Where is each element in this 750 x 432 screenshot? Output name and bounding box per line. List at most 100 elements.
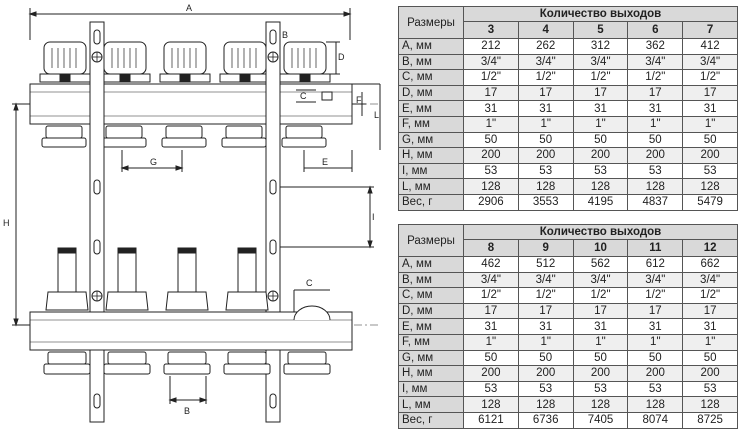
table-cell: 1/2" — [463, 69, 519, 86]
table-cell: 128 — [572, 178, 629, 195]
label-a: A — [186, 3, 192, 13]
table-cell: 1" — [517, 333, 574, 351]
sizes-header: Размеры — [398, 224, 464, 257]
row-label: E, мм — [398, 100, 464, 117]
table-cell: 1" — [682, 115, 738, 133]
row-label: A, мм — [398, 256, 464, 273]
table-cell: 17 — [682, 302, 738, 320]
table-cell: 200 — [627, 365, 684, 382]
table-cell: 53 — [572, 162, 629, 180]
table-cell: 4837 — [627, 193, 684, 211]
row-label: L, мм — [398, 396, 464, 413]
row-label: Вес, г — [398, 411, 464, 429]
table-cell: 128 — [682, 178, 738, 195]
table-cell: 53 — [517, 162, 574, 180]
row-label: B, мм — [398, 271, 464, 289]
table-cell: 31 — [572, 100, 629, 117]
row-label: C, мм — [398, 287, 464, 304]
table-cell: 5479 — [682, 193, 738, 211]
table-cell: 200 — [517, 365, 574, 382]
label-c-top: C — [300, 91, 307, 101]
table-cell: 200 — [572, 365, 629, 382]
table-cell: 3/4" — [517, 271, 574, 289]
table-cell: 462 — [463, 256, 519, 273]
table-cell: 1/2" — [627, 287, 684, 304]
table-cell: 1/2" — [572, 69, 629, 86]
table-cell: 662 — [682, 256, 738, 273]
column-header: 11 — [627, 239, 684, 257]
table-cell: 31 — [682, 100, 738, 117]
table-cell: 50 — [517, 349, 574, 367]
table-cell: 200 — [463, 147, 519, 164]
row-label: H, мм — [398, 147, 464, 164]
table-cell: 212 — [463, 38, 519, 55]
table-cell: 6121 — [463, 411, 519, 429]
columns-row: 3 4 5 6 7 — [399, 21, 738, 39]
table-cell: 50 — [517, 131, 574, 149]
column-header: 9 — [517, 239, 574, 257]
row-label: E, мм — [398, 318, 464, 335]
table-cell: 3/4" — [627, 271, 684, 289]
table-cell: 6736 — [517, 411, 574, 429]
label-d: D — [338, 52, 345, 62]
row-label: G, мм — [398, 131, 464, 149]
table-cell: 128 — [517, 178, 574, 195]
table-cell: 3/4" — [682, 271, 738, 289]
table-cell: 128 — [463, 178, 519, 195]
row-label: C, мм — [398, 69, 464, 86]
table-cell: 1" — [517, 115, 574, 133]
table-cell: 53 — [627, 380, 684, 398]
table-cell: 200 — [463, 365, 519, 382]
table-cell: 7405 — [572, 411, 629, 429]
table-cell: 1/2" — [517, 287, 574, 304]
table-cell: 17 — [572, 302, 629, 320]
table-cell: 17 — [682, 84, 738, 102]
manifold-drawing: A B D C F L G E H I C B — [3, 3, 381, 423]
table-cell: 1/2" — [517, 69, 574, 86]
table-cell: 128 — [572, 396, 629, 413]
table-cell: 50 — [463, 131, 519, 149]
row-label: H, мм — [398, 365, 464, 382]
table-cell: 31 — [463, 318, 519, 335]
row-label: G, мм — [398, 349, 464, 367]
label-e: E — [322, 157, 328, 167]
row-label: B, мм — [398, 53, 464, 71]
column-header: 12 — [682, 239, 738, 257]
table-cell: 3/4" — [517, 53, 574, 71]
table-cell: 1" — [572, 333, 629, 351]
table-cell: 8725 — [682, 411, 738, 429]
table-cell: 1" — [463, 333, 519, 351]
table-cell: 562 — [572, 256, 629, 273]
label-c-bottom: C — [306, 278, 313, 288]
columns-row: 8 9 10 11 12 — [399, 239, 738, 257]
table-cell: 17 — [627, 84, 684, 102]
table-cell: 3/4" — [463, 271, 519, 289]
table-cell: 31 — [517, 100, 574, 117]
table-cell: 50 — [463, 349, 519, 367]
table-cell: 128 — [517, 396, 574, 413]
table-cell: 3/4" — [682, 53, 738, 71]
column-header: 5 — [572, 21, 629, 39]
label-f: F — [356, 95, 362, 105]
table-cell: 1" — [463, 115, 519, 133]
row-label: I, мм — [398, 380, 464, 398]
table-cell: 53 — [627, 162, 684, 180]
table-cell: 1/2" — [627, 69, 684, 86]
table-cell: 53 — [463, 380, 519, 398]
row-label: L, мм — [398, 178, 464, 195]
table-cell: 50 — [682, 131, 738, 149]
column-header: 4 — [517, 21, 574, 39]
